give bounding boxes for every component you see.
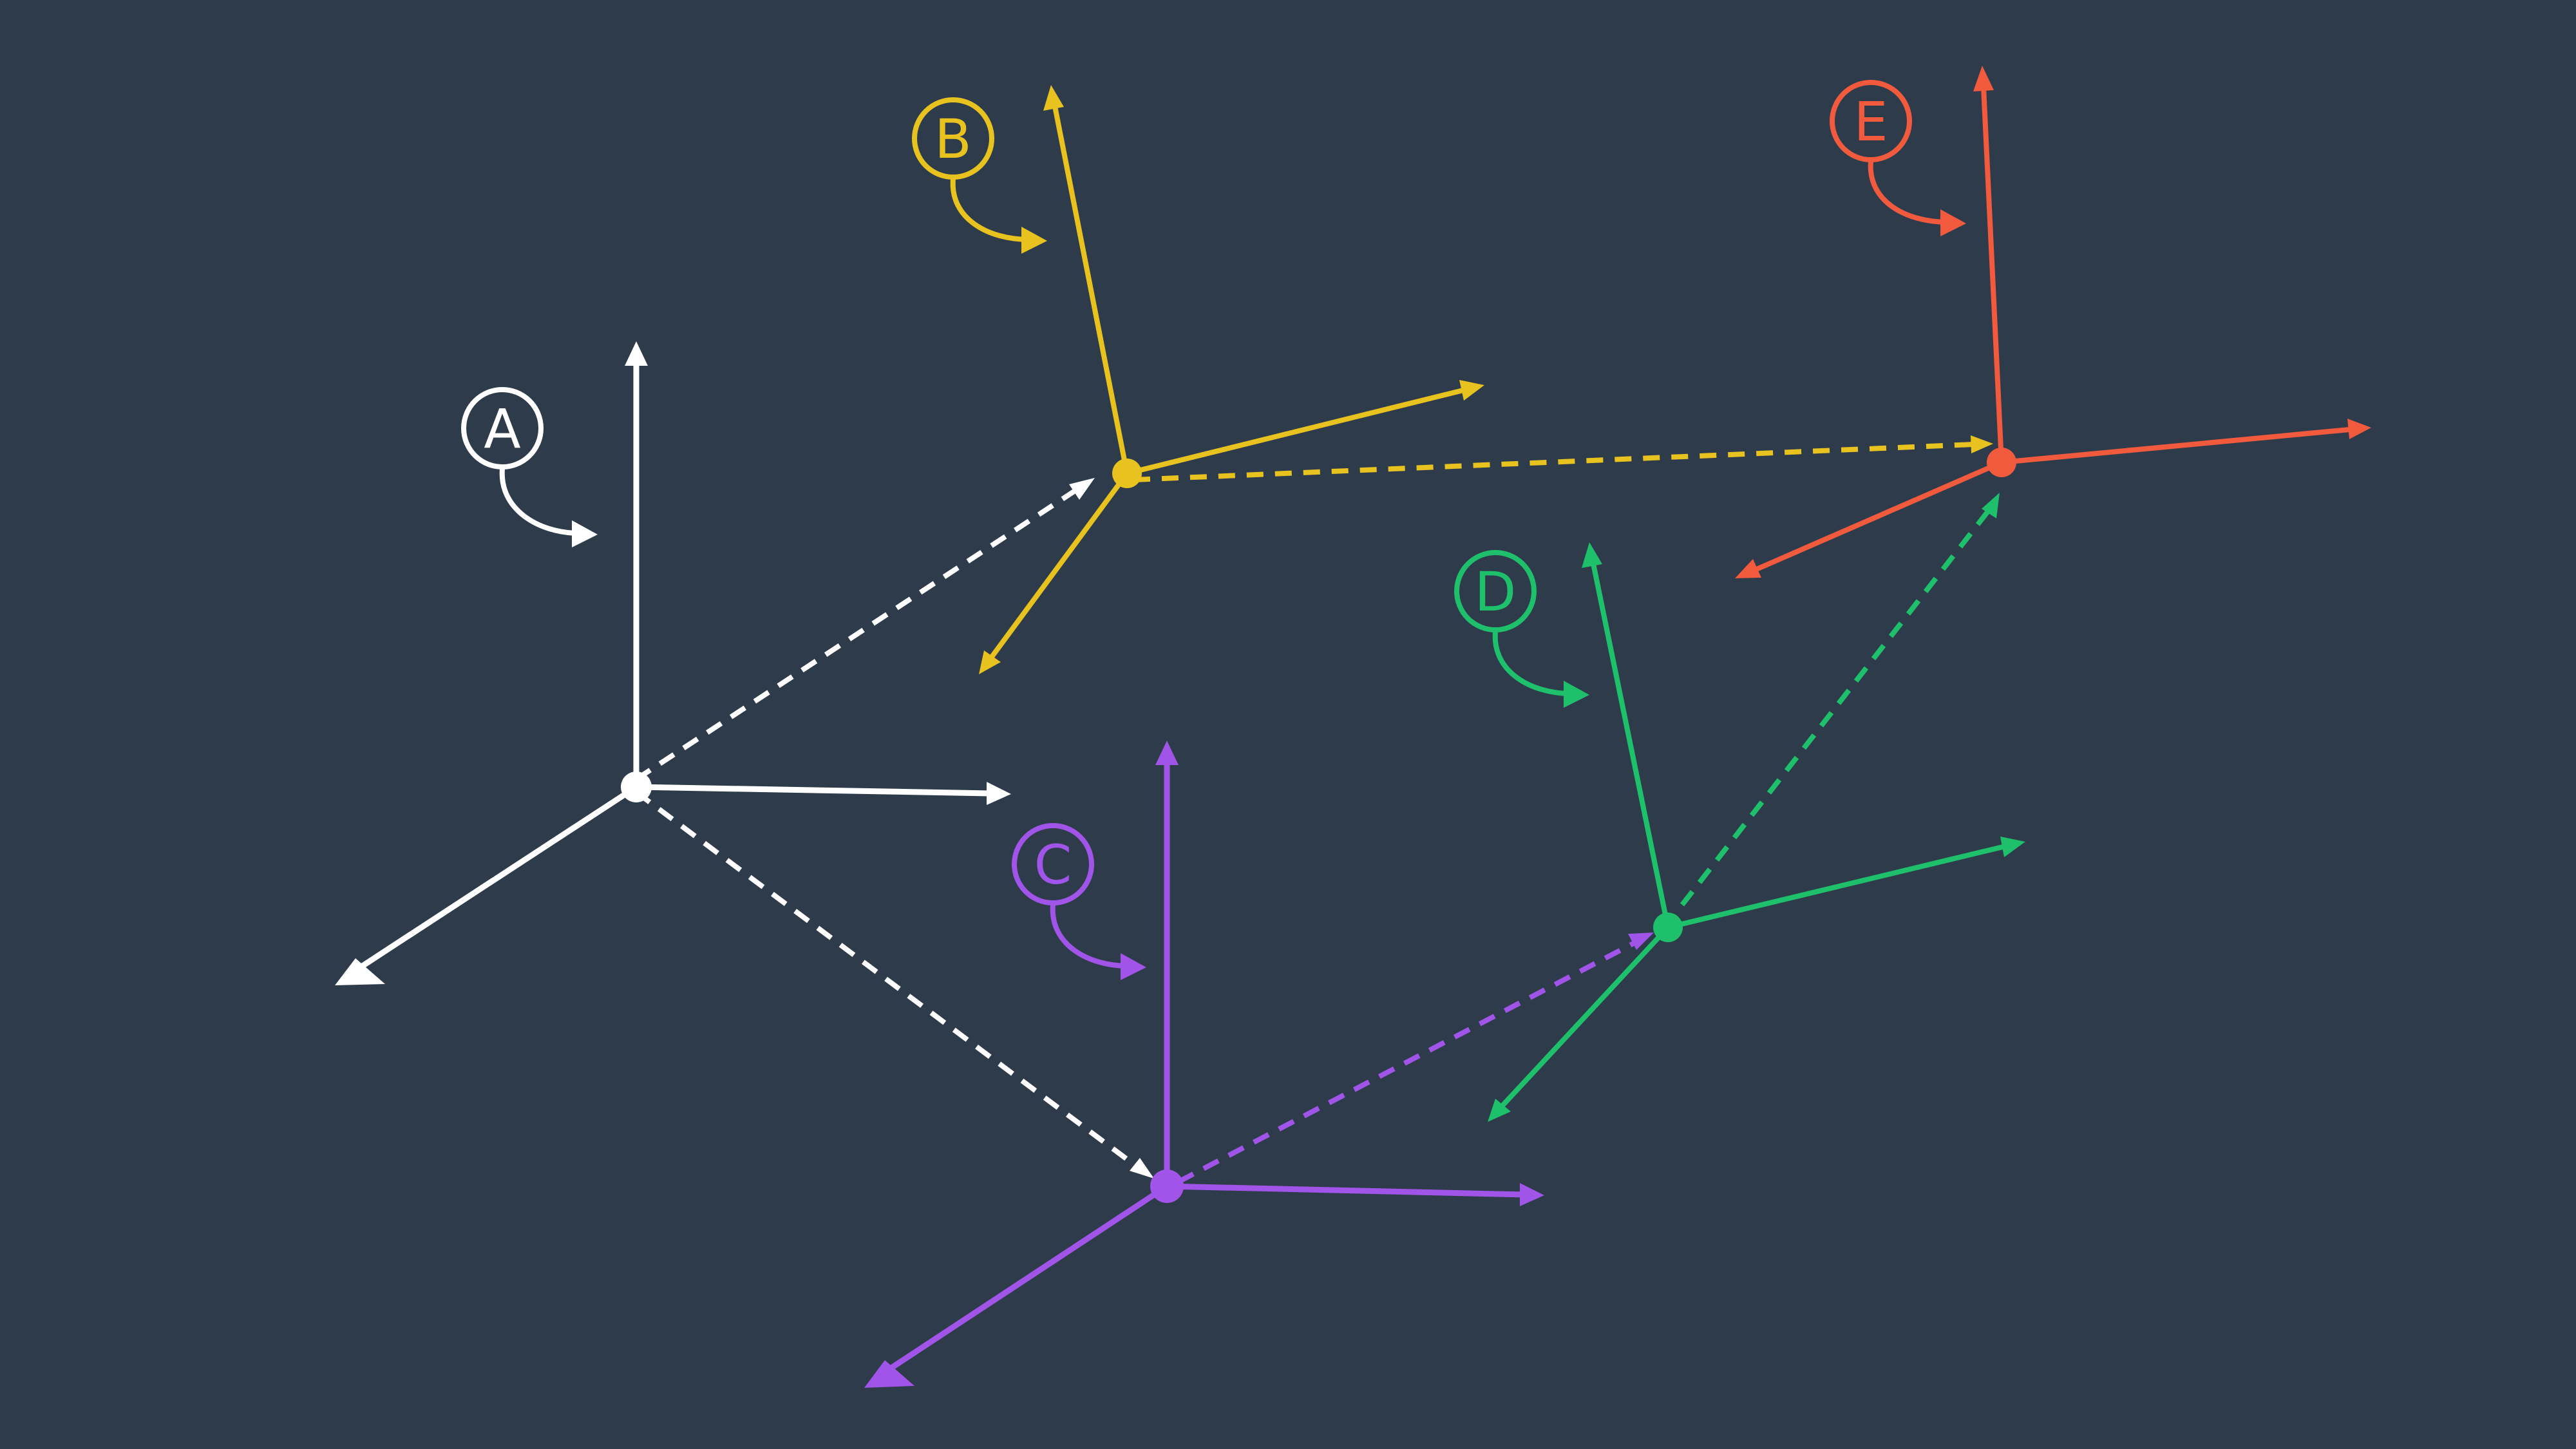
frame-d-axis-up — [1582, 542, 1671, 928]
frame-b-label-text: B — [934, 108, 972, 171]
frame-b-axis-up — [1043, 85, 1130, 474]
frame-d-axis-out — [1488, 925, 1670, 1122]
frame-b-label: B — [912, 97, 1047, 254]
frame-c-label-text: C — [1034, 833, 1072, 896]
frame-c-axis-out — [864, 1184, 1169, 1388]
frame-a-axis-up — [625, 341, 648, 787]
frame-b-axis-out — [979, 471, 1130, 674]
frame-d-label-text: D — [1475, 560, 1517, 623]
frame-c-axis-right — [1166, 1183, 1544, 1206]
frame-c-axis-up — [1155, 741, 1179, 1186]
frame-e-axis-right — [2001, 419, 2371, 465]
frame-b-axis-right — [1126, 380, 1484, 476]
transform-d-to-e — [1680, 493, 2000, 907]
frame-c-label: C — [1012, 823, 1146, 980]
frame-d-label: D — [1454, 550, 1589, 708]
frame-a-label-text: A — [484, 397, 520, 460]
frame-a: A — [335, 341, 1011, 985]
transform-b-to-e — [1133, 435, 1993, 482]
frame-e-axis-up — [1973, 66, 2004, 463]
frame-e-origin — [1987, 448, 2016, 477]
frame-d-axis-right — [1667, 837, 2025, 930]
frame-d: D — [1454, 542, 2025, 1122]
frame-b-origin — [1112, 459, 1142, 488]
frame-e-label: E — [1830, 80, 1966, 236]
frame-a-label: A — [461, 387, 598, 547]
frame-e-label-text: E — [1853, 90, 1888, 153]
frame-a-axis-out — [335, 784, 638, 985]
frame-a-origin — [621, 772, 652, 802]
transform-c-to-d — [1177, 933, 1654, 1184]
frame-c: C — [864, 741, 1544, 1388]
frame-b: B — [912, 85, 1484, 674]
transform-a-to-b — [634, 478, 1095, 782]
transform-arrows — [634, 435, 2000, 1184]
frame-e-axis-out — [1735, 460, 2003, 578]
frame-c-origin — [1150, 1170, 1184, 1203]
frame-e: E — [1735, 66, 2371, 578]
transform-a-to-c — [634, 790, 1154, 1179]
frame-a-axis-right — [636, 782, 1011, 805]
frame-d-origin — [1653, 913, 1683, 942]
